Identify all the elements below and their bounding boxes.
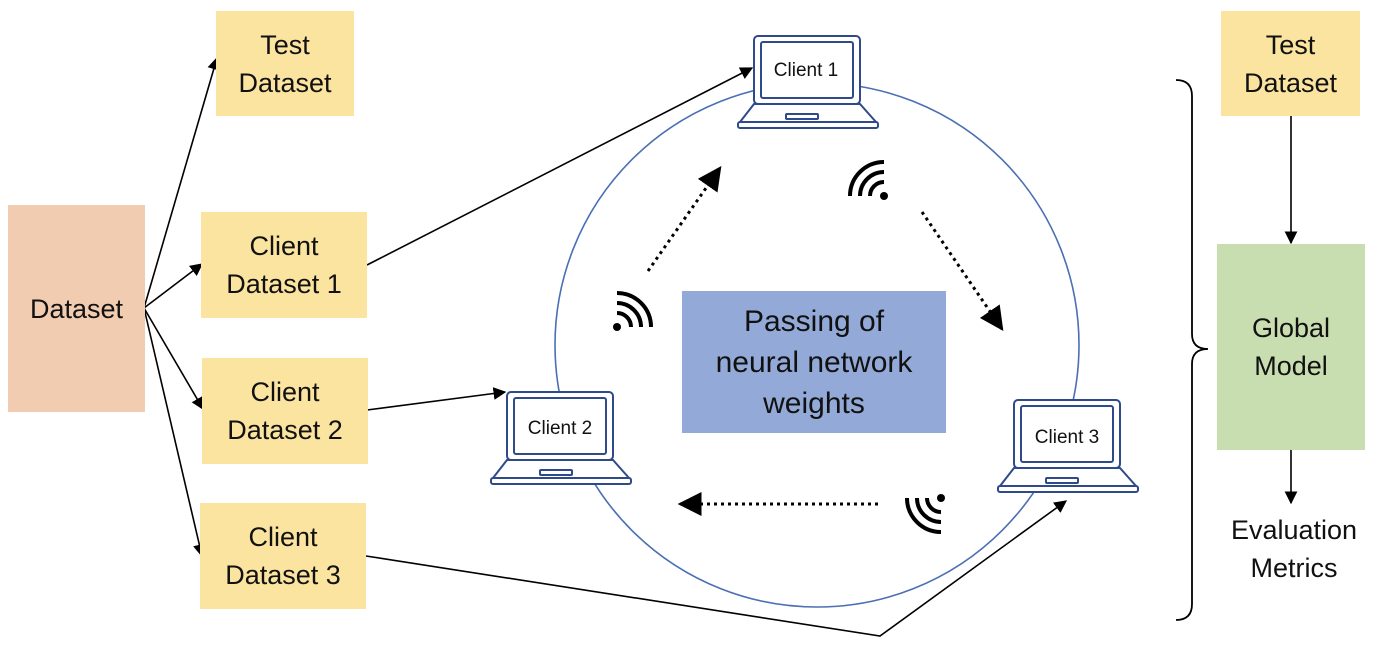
- wifi-icon: [848, 160, 888, 200]
- right-test-dataset-line2: Dataset: [1243, 67, 1338, 98]
- wifi-icon: [613, 291, 653, 331]
- laptop-icon-client-3: Client 3: [997, 399, 1139, 493]
- global-model-box: Global Model: [1217, 244, 1365, 450]
- client-dataset-1-line2: Dataset 1: [226, 269, 342, 299]
- client-dataset-3-line2: Dataset 3: [225, 560, 341, 590]
- client-dataset-3-line1: Client: [248, 522, 318, 552]
- center-label-line1: Passing of: [743, 304, 885, 338]
- weight-passing-arrows: [646, 166, 1004, 516]
- left-test-dataset-line2: Dataset: [238, 67, 332, 98]
- center-label-line3: weights: [763, 386, 865, 420]
- center-label-box: Passing of neural network weights: [682, 291, 946, 433]
- dataset-label: Dataset: [29, 293, 124, 324]
- evaluation-line2: Metrics: [1250, 553, 1338, 583]
- evaluation-line1: Evaluation: [1230, 515, 1358, 545]
- right-test-dataset-box: Test Dataset: [1221, 11, 1360, 116]
- curly-brace-icon: [1175, 79, 1209, 621]
- laptop-icon-client-1: Client 1: [737, 35, 879, 129]
- dataset-box: Dataset: [8, 205, 145, 412]
- client-dataset-2-line1: Client: [250, 377, 320, 407]
- client-dataset-2-line2: Dataset 2: [227, 415, 343, 445]
- client-dataset-2-box: Client Dataset 2: [202, 358, 368, 464]
- dataset-split-arrows: [143, 56, 220, 558]
- laptop-icon-client-2: Client 2: [490, 391, 632, 485]
- center-label-line2: neural network: [715, 345, 913, 379]
- left-test-dataset-line1: Test: [260, 29, 310, 60]
- client-dataset-3-box: Client Dataset 3: [200, 503, 366, 609]
- right-test-dataset-line1: Test: [1265, 29, 1316, 60]
- laptop-label-client-3: Client 3: [1035, 427, 1099, 448]
- global-model-line1: Global: [1251, 313, 1331, 343]
- client-dataset-1-box: Client Dataset 1: [201, 212, 367, 318]
- global-model-line2: Model: [1254, 351, 1328, 381]
- client-dataset-1-line1: Client: [249, 231, 319, 261]
- wifi-icon: [905, 494, 945, 534]
- evaluation-metrics-label: Evaluation Metrics: [1214, 511, 1374, 587]
- laptop-label-client-2: Client 2: [528, 418, 592, 439]
- left-test-dataset-box: Test Dataset: [216, 11, 354, 116]
- client-data-arrows: [365, 67, 1068, 637]
- laptop-label-client-1: Client 1: [774, 60, 838, 81]
